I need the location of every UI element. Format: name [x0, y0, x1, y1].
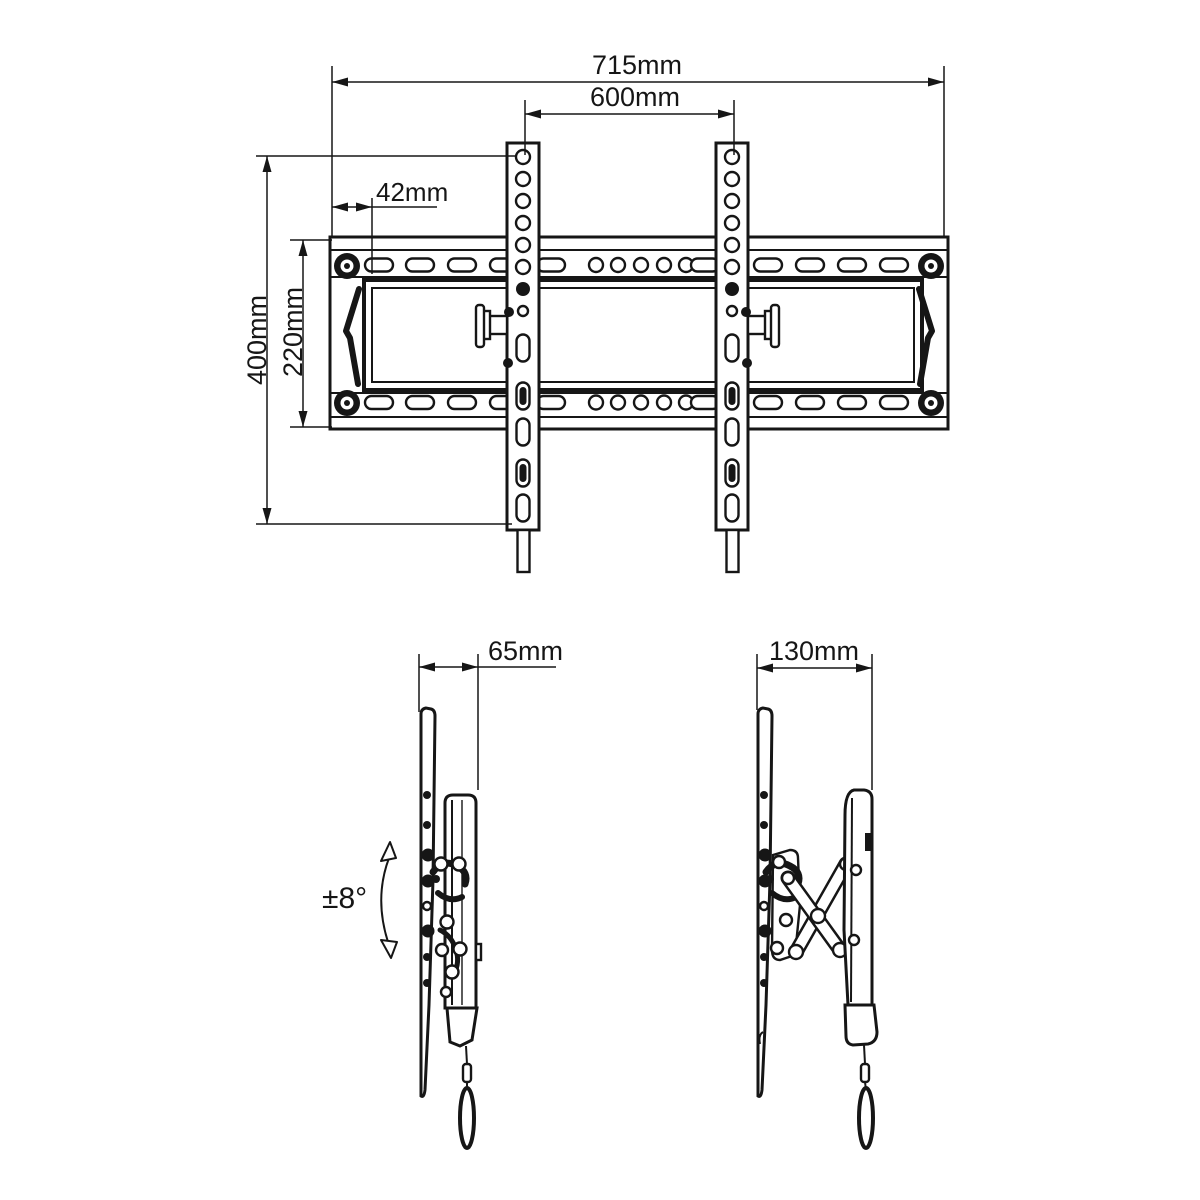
dim-label-130: 130mm	[769, 636, 859, 666]
dim-label-715: 715mm	[592, 50, 682, 80]
dim-label-600: 600mm	[590, 82, 680, 112]
dim-label-220: 220mm	[278, 287, 308, 377]
tilt-knob-left	[474, 303, 514, 368]
bracket-profile-tilted	[756, 706, 774, 1098]
plate-window	[362, 278, 924, 392]
dimension-plate-height: 220mm	[278, 239, 332, 428]
pull-cord-flat	[458, 1045, 476, 1150]
mounting-rail-left	[505, 141, 541, 574]
right-chevron	[916, 286, 935, 387]
wall-plate	[328, 235, 950, 431]
channel-foot	[445, 1006, 479, 1048]
side-view-tilted: 130mm	[756, 636, 879, 1150]
wall-channel-flat	[429, 793, 483, 1048]
dimension-rail-spacing: 600mm	[524, 82, 735, 155]
corner-bolts	[334, 253, 944, 416]
dimension-depth-flat: 65mm	[418, 636, 563, 790]
dim-label-tilt: ±8°	[322, 882, 367, 915]
dimension-depth-tilted: 130mm	[756, 636, 873, 790]
tilt-knob-right	[741, 303, 781, 368]
mounting-rail-right	[714, 141, 750, 574]
dim-label-42: 42mm	[376, 177, 448, 207]
channel-foot	[843, 1003, 879, 1047]
dim-label-65: 65mm	[488, 636, 563, 666]
side-view-flat: 65mm	[322, 636, 563, 1150]
dimension-edge-offset: 42mm	[332, 177, 448, 274]
bracket-profile-flat	[419, 706, 437, 1098]
wall-channel-tilted	[842, 788, 879, 1047]
dim-label-400: 400mm	[242, 295, 272, 385]
pull-cord-tilted	[857, 1044, 875, 1150]
dimension-overall-width: 715mm	[331, 50, 945, 238]
front-view: 715mm 600mm 42mm 400mm	[242, 50, 950, 574]
dimension-overall-height: 400mm	[242, 155, 517, 525]
left-chevron	[343, 286, 362, 387]
tilt-angle-annotation: ±8°	[322, 841, 398, 959]
